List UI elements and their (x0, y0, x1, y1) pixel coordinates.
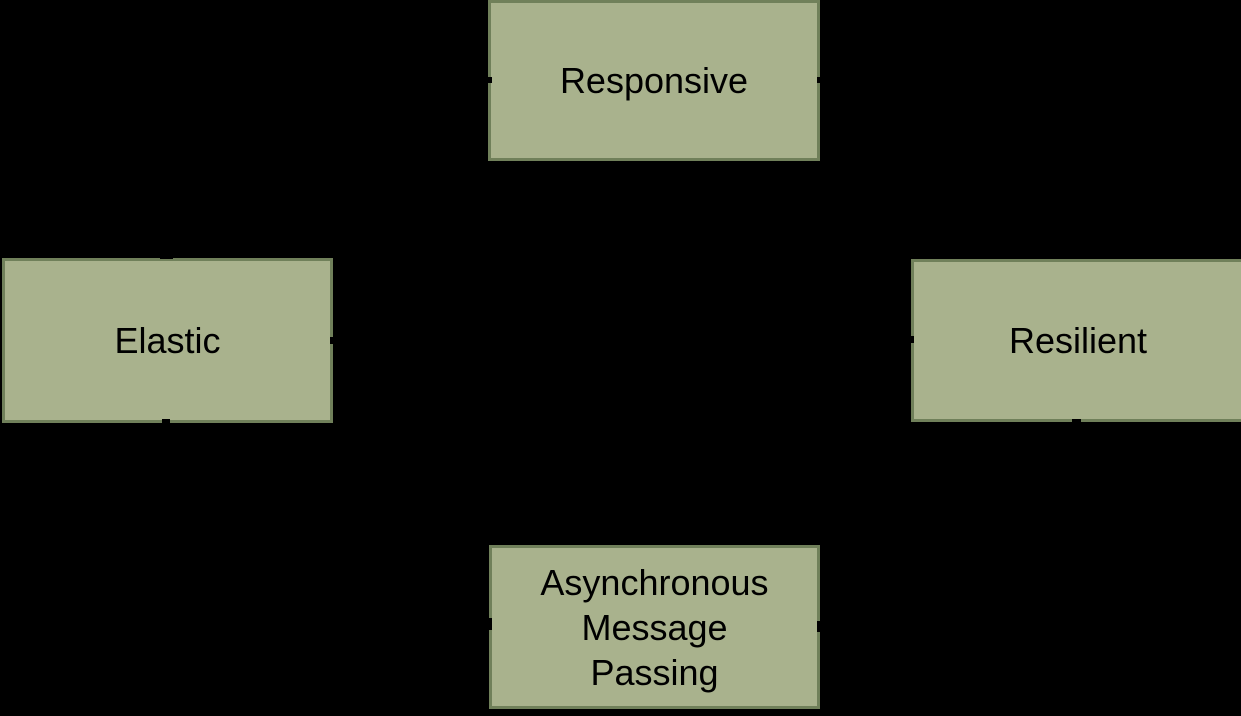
arrow-tick-resilient-top (1070, 254, 1083, 259)
arrow-tick-elastic-bottom (162, 419, 170, 424)
node-responsive-label: Responsive (559, 60, 749, 101)
arrow-tick-async-right (817, 621, 824, 632)
arrow-tick-responsive-right (817, 77, 823, 83)
arrow-tick-async-left (484, 618, 492, 630)
arrow-tick-elastic-top (160, 254, 173, 259)
node-async-message-passing: Asynchronous Message Passing (489, 545, 820, 709)
arrow-tick-responsive-left (486, 77, 492, 83)
node-async-message-passing-label: Asynchronous Message Passing (540, 561, 769, 693)
arrow-tick-resilient-left (909, 336, 914, 343)
node-resilient-label: Resilient (1008, 320, 1148, 361)
arrow-tick-elastic-right (330, 337, 335, 344)
node-elastic: Elastic (2, 258, 333, 423)
arrow-tick-resilient-bottom (1072, 419, 1081, 424)
node-resilient: Resilient (911, 259, 1241, 422)
node-elastic-label: Elastic (114, 320, 221, 361)
node-responsive: Responsive (488, 0, 820, 161)
